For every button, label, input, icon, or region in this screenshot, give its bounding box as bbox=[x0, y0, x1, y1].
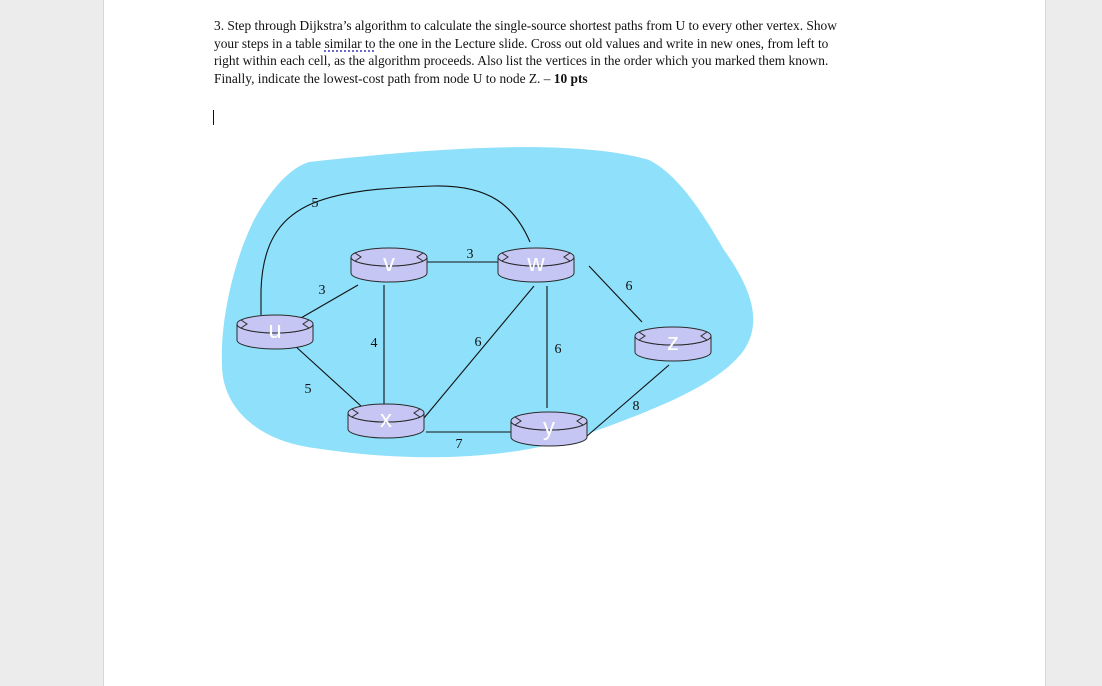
node-label-y: y bbox=[543, 414, 555, 441]
node-top-v bbox=[350, 247, 428, 267]
graph-nodes: u v w x y z bbox=[236, 247, 712, 447]
router-arrows-icon bbox=[638, 331, 708, 341]
node-label-x: x bbox=[380, 406, 392, 433]
node-z: z bbox=[634, 326, 712, 362]
node-label-v: v bbox=[383, 250, 395, 277]
edge-weight-w-z: 6 bbox=[626, 279, 633, 294]
edge-weight-v-x: 4 bbox=[371, 336, 378, 351]
grammar-flagged-phrase[interactable]: similar to bbox=[324, 35, 376, 51]
network-cloud bbox=[221, 147, 754, 458]
router-arrows-icon bbox=[240, 319, 310, 329]
document-page: 3. Step through Dijkstra’s algorithm to … bbox=[104, 0, 1045, 686]
graph-edge-labels: 5 3 5 3 4 6 6 6 7 8 bbox=[305, 196, 640, 452]
router-arrows-icon bbox=[351, 408, 421, 418]
edge-u-x bbox=[293, 344, 362, 407]
question-line-1: 3. Step through Dijkstra’s algorithm to … bbox=[214, 18, 837, 33]
edge-weight-u-w: 5 bbox=[312, 196, 319, 211]
question-text: 3. Step through Dijkstra’s algorithm to … bbox=[214, 17, 944, 87]
node-top-x bbox=[347, 403, 425, 423]
edge-weight-w-x: 6 bbox=[475, 335, 482, 350]
question-line-3: right within each cell, as the algorithm… bbox=[214, 53, 829, 68]
edge-w-z bbox=[588, 265, 643, 323]
edge-w-x bbox=[423, 285, 535, 419]
question-line-4: Finally, indicate the lowest-cost path f… bbox=[214, 70, 554, 86]
router-arrows-icon bbox=[514, 416, 584, 426]
node-top-z bbox=[634, 326, 712, 346]
question-line-2-start: your steps in a table bbox=[214, 35, 325, 51]
edge-u-w bbox=[260, 185, 531, 315]
graph-edges bbox=[260, 185, 670, 437]
edge-weight-x-y: 7 bbox=[456, 437, 463, 452]
text-cursor bbox=[213, 110, 214, 125]
node-label-u: u bbox=[268, 317, 281, 344]
node-label-w: w bbox=[526, 250, 545, 277]
node-top-u bbox=[236, 314, 314, 334]
edge-y-z bbox=[586, 364, 670, 437]
edge-weight-u-x: 5 bbox=[305, 382, 312, 397]
node-u: u bbox=[236, 314, 314, 350]
edge-weight-v-w: 3 bbox=[467, 247, 474, 262]
edge-weight-w-y: 6 bbox=[555, 342, 562, 357]
node-y: y bbox=[510, 411, 588, 447]
network-graph-diagram: 5 3 5 3 4 6 6 6 7 8 u v w x y z bbox=[221, 147, 754, 458]
node-top-y bbox=[510, 411, 588, 431]
edge-weight-y-z: 8 bbox=[633, 399, 640, 414]
node-w: w bbox=[497, 247, 575, 283]
node-x: x bbox=[347, 403, 425, 439]
edge-u-v bbox=[293, 284, 359, 323]
edge-weight-u-v: 3 bbox=[319, 283, 326, 298]
question-line-2-end: the one in the Lecture slide. Cross out … bbox=[375, 35, 829, 51]
node-v: v bbox=[350, 247, 428, 283]
node-label-z: z bbox=[667, 329, 679, 356]
points-value: 10 pts bbox=[553, 70, 588, 86]
node-top-w bbox=[497, 247, 575, 267]
router-arrows-icon bbox=[354, 252, 424, 262]
router-arrows-icon bbox=[501, 252, 571, 262]
